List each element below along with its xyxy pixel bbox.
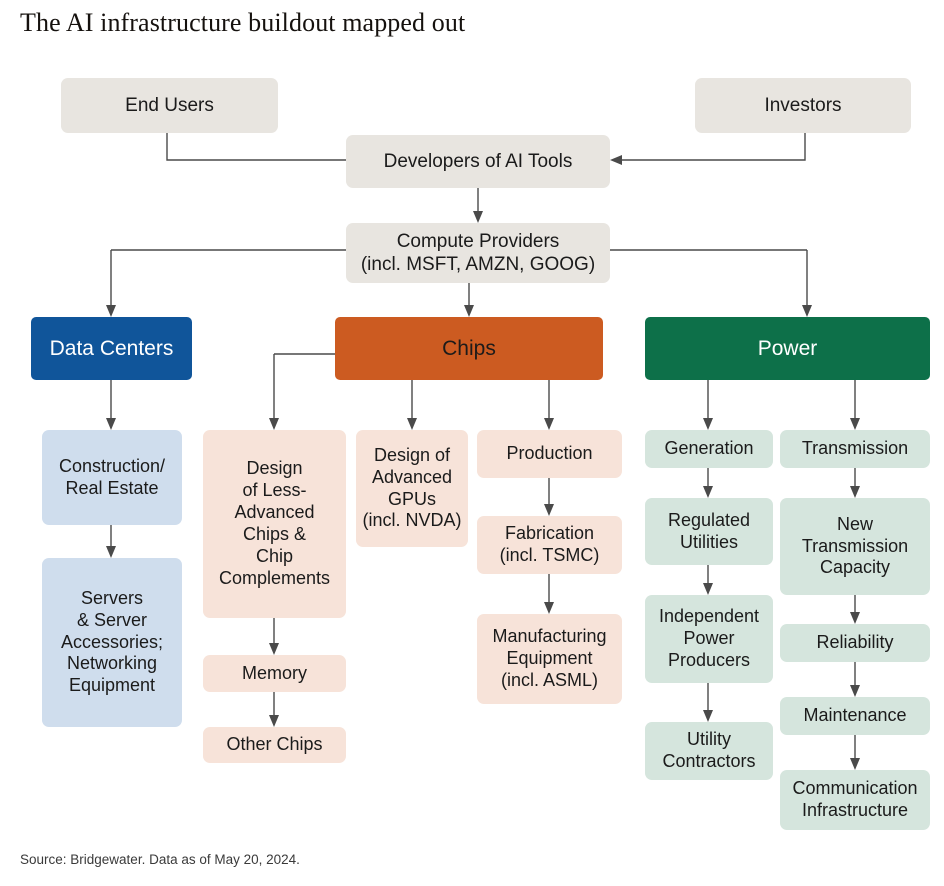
arrowhead-reliability — [850, 612, 860, 624]
arrowhead-maintenance — [850, 685, 860, 697]
node-regulated-utilities[interactable]: Regulated Utilities — [645, 498, 773, 565]
node-communication-infrastructure[interactable]: Communication Infrastructure — [780, 770, 930, 830]
node-data-centers[interactable]: Data Centers — [31, 317, 192, 380]
arrowhead-utility-contractors — [703, 710, 713, 722]
node-memory[interactable]: Memory — [203, 655, 346, 692]
node-power[interactable]: Power — [645, 317, 930, 380]
arrowhead-power — [802, 305, 812, 317]
arrowhead-communication — [850, 758, 860, 770]
node-utility-contractors[interactable]: Utility Contractors — [645, 722, 773, 780]
page-title: The AI infrastructure buildout mapped ou… — [20, 8, 466, 37]
node-chips[interactable]: Chips — [335, 317, 603, 380]
arrowhead-data-centers — [106, 305, 116, 317]
node-developers-of-ai-tools[interactable]: Developers of AI Tools — [346, 135, 610, 188]
edge-investors-to-developers — [620, 133, 806, 161]
node-new-transmission-capacity[interactable]: New Transmission Capacity — [780, 498, 930, 595]
arrowhead-manufacturing — [544, 602, 554, 614]
arrowhead-regulated — [703, 486, 713, 498]
node-reliability[interactable]: Reliability — [780, 624, 930, 662]
arrowhead-chips — [464, 305, 474, 317]
arrowhead-other-chips — [269, 715, 279, 727]
node-construction-real-estate[interactable]: Construction/ Real Estate — [42, 430, 182, 525]
node-fabrication[interactable]: Fabrication (incl. TSMC) — [477, 516, 622, 574]
node-maintenance[interactable]: Maintenance — [780, 697, 930, 735]
node-servers[interactable]: Servers & Server Accessories; Networking… — [42, 558, 182, 727]
node-end-users[interactable]: End Users — [61, 78, 278, 133]
node-generation[interactable]: Generation — [645, 430, 773, 468]
arrowhead-servers — [106, 546, 116, 558]
node-other-chips[interactable]: Other Chips — [203, 727, 346, 763]
node-design-advanced-gpus[interactable]: Design of Advanced GPUs (incl. NVDA) — [356, 430, 468, 547]
node-transmission[interactable]: Transmission — [780, 430, 930, 468]
arrowhead-fabrication — [544, 504, 554, 516]
node-manufacturing-equipment[interactable]: Manufacturing Equipment (incl. ASML) — [477, 614, 622, 704]
arrowhead-construction — [106, 418, 116, 430]
arrowhead-investors — [610, 155, 622, 165]
arrowhead-design-advanced — [407, 418, 417, 430]
edge-chips-to-design-less — [273, 353, 335, 421]
arrowhead-generation — [703, 418, 713, 430]
source-note: Source: Bridgewater. Data as of May 20, … — [20, 852, 300, 867]
arrowhead-compute — [473, 211, 483, 223]
node-design-less-advanced-chips[interactable]: Design of Less- Advanced Chips & Chip Co… — [203, 430, 346, 618]
node-production[interactable]: Production — [477, 430, 622, 478]
arrowhead-transmission — [850, 418, 860, 430]
node-compute-providers[interactable]: Compute Providers (incl. MSFT, AMZN, GOO… — [346, 223, 610, 283]
node-investors[interactable]: Investors — [695, 78, 911, 133]
arrowhead-design-less — [269, 418, 279, 430]
arrowhead-memory — [269, 643, 279, 655]
arrowhead-ipp — [703, 583, 713, 595]
arrowhead-production — [544, 418, 554, 430]
node-independent-power-producers[interactable]: Independent Power Producers — [645, 595, 773, 683]
arrowhead-new-capacity — [850, 486, 860, 498]
